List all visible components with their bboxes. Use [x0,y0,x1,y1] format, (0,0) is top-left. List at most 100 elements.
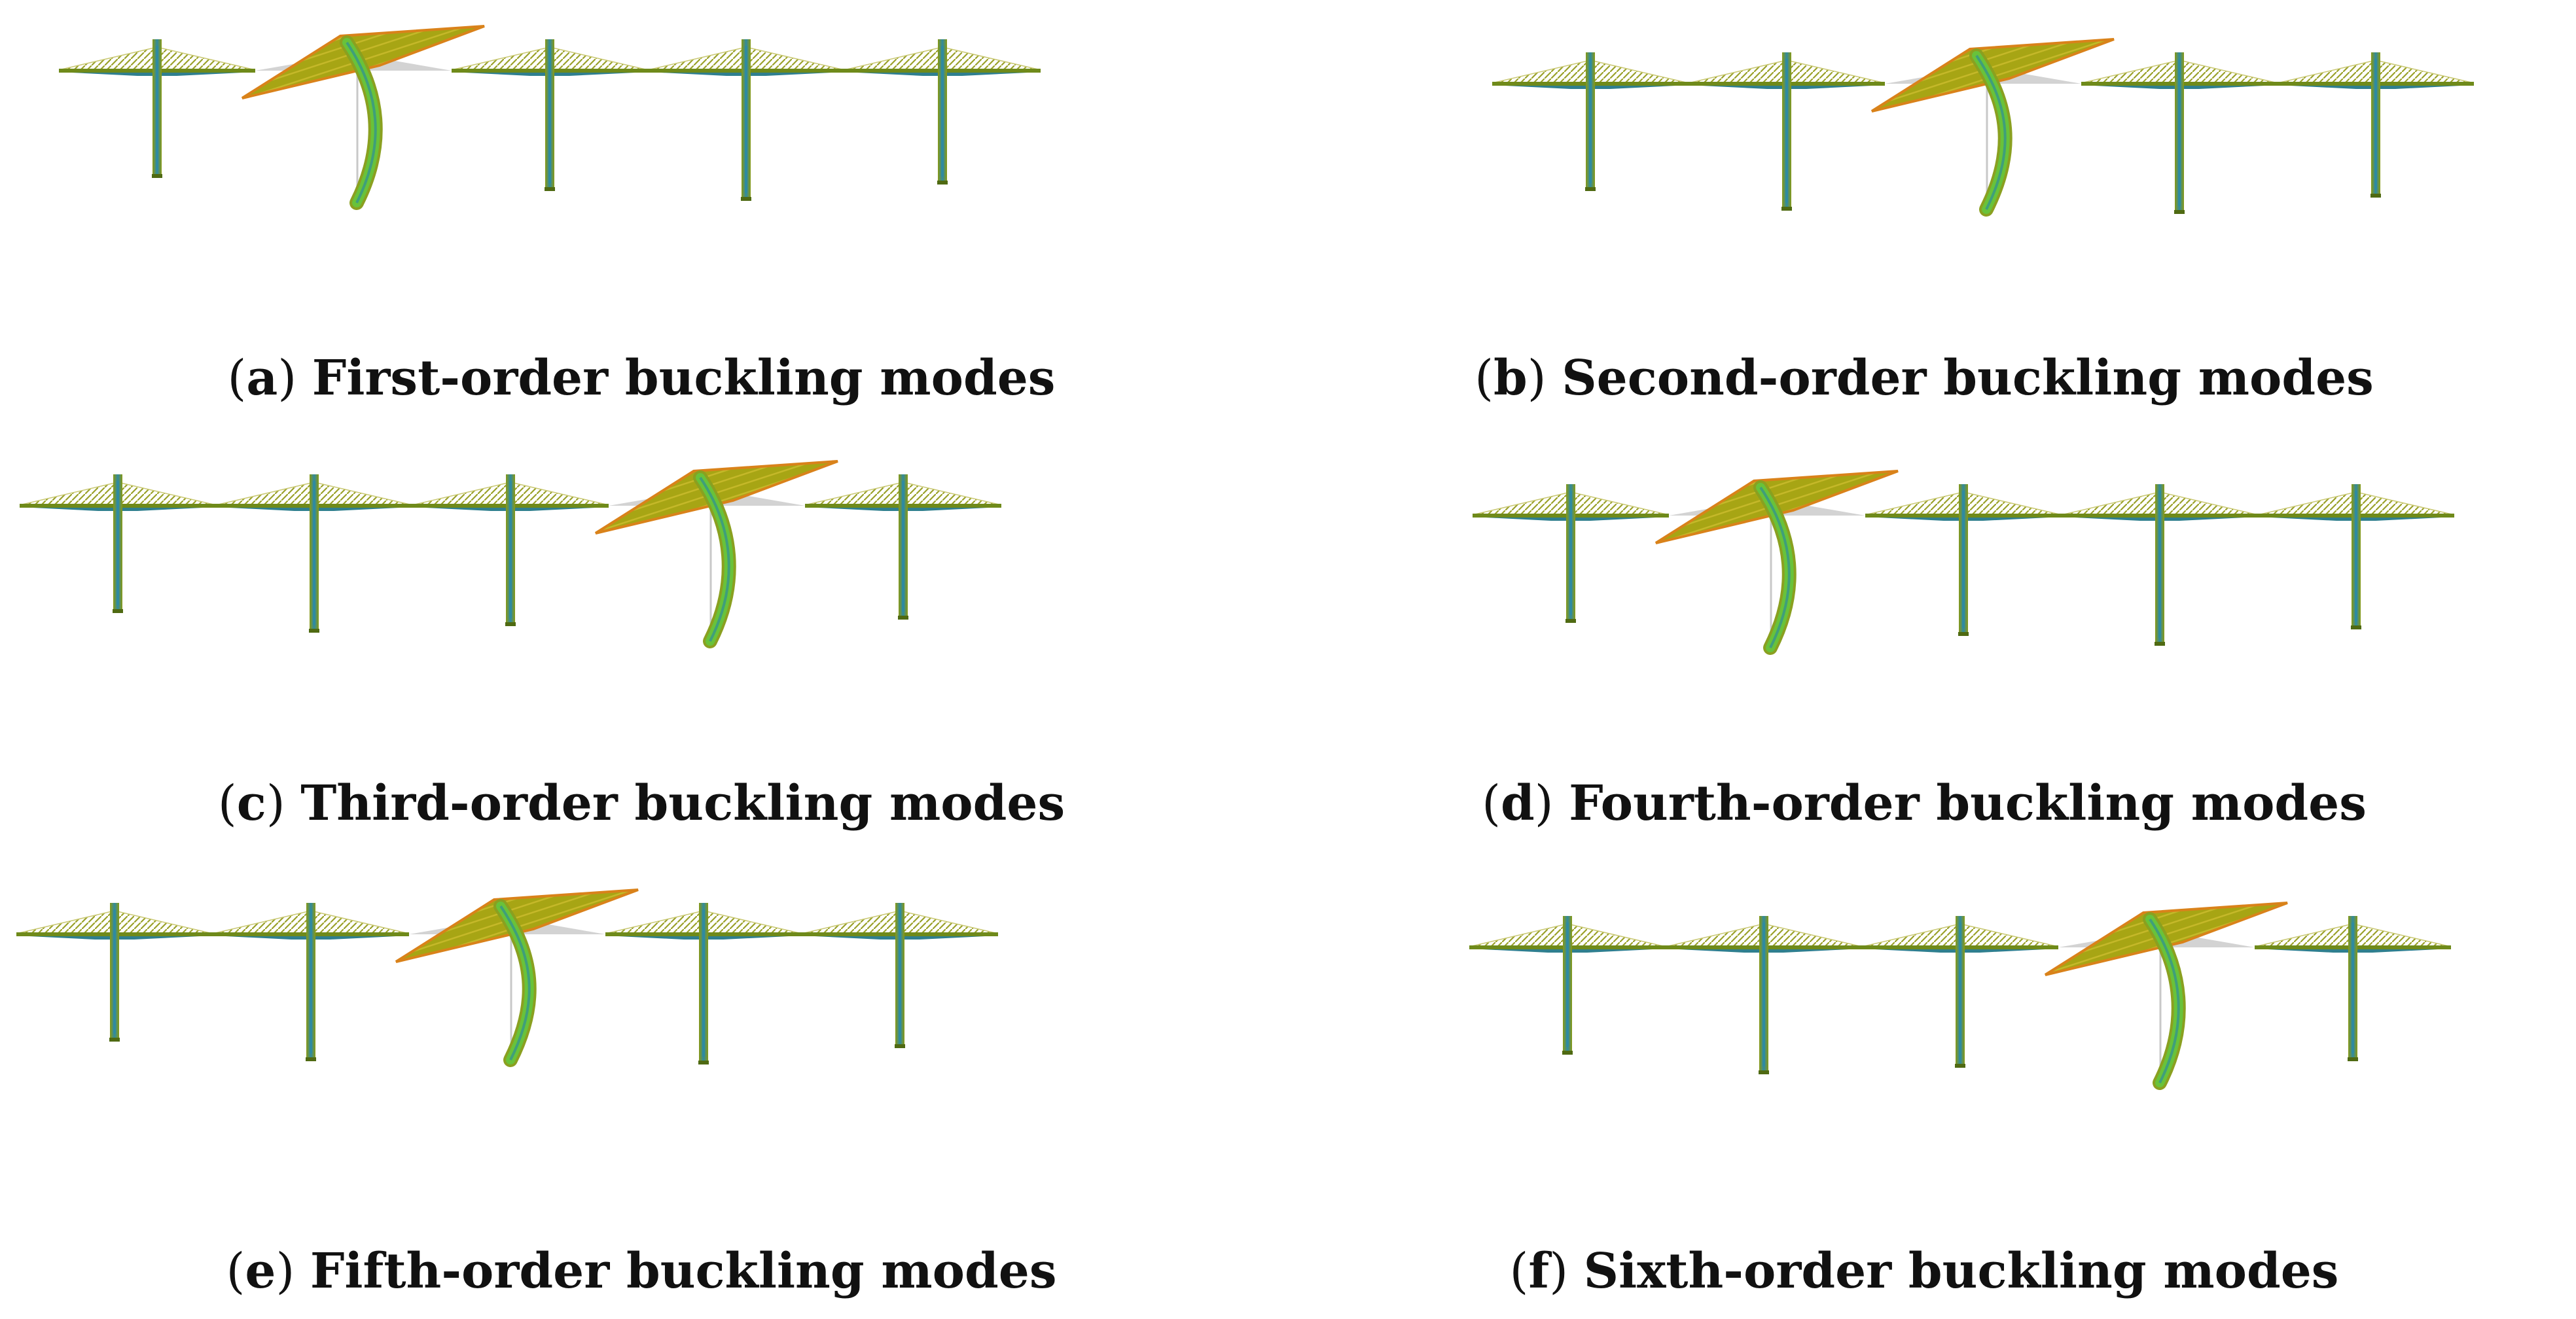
tower-core [1785,59,1788,203]
caption-title-e: Fifth-order buckling modes [310,1243,1057,1299]
tower-unit-5 [802,903,998,1048]
cable-fan-left [2280,60,2376,83]
tower-base [1585,187,1596,191]
tower-base [1958,632,1969,636]
buckled-tower-unit-4 [594,460,838,648]
buckled-tower-unit-3 [395,888,639,1067]
panel-c-drawing [20,460,1001,648]
tower-base [1565,619,1576,623]
caption-letter-d: d [1500,775,1535,832]
cable-fan-right [117,482,214,505]
cable-fan-left [215,910,312,934]
cable-fan-right [1963,491,2060,515]
cable-fan-right [1763,923,1860,947]
cable-fan-left [1475,491,1571,515]
tower-base [898,616,908,620]
tower-core [745,46,747,193]
cable-fan-right [510,482,607,505]
tower-base [2370,194,2381,198]
tower-core [1959,923,1961,1060]
cable-fan-right [310,910,407,934]
tower-base [109,1038,120,1042]
tower-base [1562,1051,1573,1055]
buckled-tower-core [1975,54,2007,210]
caption-title-f: Sixth-order buckling modes [1583,1243,2339,1299]
tower-core [702,909,705,1057]
cable-fan-left [1471,923,1568,947]
tower-core [899,909,901,1040]
cable-fan-left [2257,923,2353,947]
cable-fan-right [1567,923,1664,947]
panel-f-drawing [1469,902,2451,1090]
tower-unit-5 [2258,484,2454,629]
cable-fan-left [2083,60,2180,83]
cable-fan-right [745,46,842,70]
tower-core [1762,923,1765,1066]
tower-core [548,46,551,183]
tower-core [941,46,944,177]
tower-unit-4 [2081,52,2278,214]
cable-fan-left [846,46,943,70]
tower-core [2355,491,2357,622]
tower-base [1955,1064,1965,1068]
tower-core [2374,59,2377,190]
caption-panel-a: (a) First-order buckling modes [227,350,1056,406]
tower-unit-2 [216,474,412,633]
tower-base [937,181,948,185]
caption-letter-c: c [236,775,266,832]
tower-base [698,1061,709,1064]
cable-fan-right [903,482,999,505]
cable-fan-right [1959,923,2056,947]
tower-core [1566,923,1569,1047]
cable-fan-right [2352,923,2449,947]
panel-d-drawing [1473,470,2454,655]
caption-title-c: Third-order buckling modes [300,775,1065,832]
caption-letter-b: b [1494,350,1528,406]
tower-base [2351,625,2361,629]
tower-unit-1 [1473,484,1669,623]
tower-base [895,1044,905,1048]
caption-title-b: Second-order buckling modes [1562,350,2374,406]
tower-core [902,481,904,612]
tower-core [2352,923,2354,1053]
tower-unit-5 [844,39,1041,185]
cable-fan-left [650,46,747,70]
buckled-tower-unit-2 [1655,470,1899,655]
tower-unit-5 [805,474,1001,620]
buckled-tower-core [346,41,377,203]
tower-base [1781,207,1792,211]
tower-core [2178,59,2181,206]
tower-unit-5 [2255,916,2451,1061]
tower-base [309,629,319,633]
tower-unit-1 [1469,916,1666,1055]
tower-core [1569,491,1572,615]
tower-core [2158,491,2161,638]
cable-fan-right [2375,60,2472,83]
tower-base [1759,1070,1769,1074]
caption-letter-a: a [246,350,278,406]
cable-fan-left [1867,491,1964,515]
tower-base [505,622,516,626]
tower-base [741,197,751,201]
tower-base [306,1057,316,1061]
cable-fan-left [1864,923,1961,947]
tower-base [152,174,162,178]
tower-unit-4 [2062,484,2258,646]
tower-unit-3 [452,39,648,191]
cable-fan-left [414,482,511,505]
cable-fan-right [156,46,253,70]
panel-b-drawing [1492,38,2474,217]
tower-core [116,481,119,605]
tower-unit-3 [1865,484,2062,636]
tower-unit-1 [20,474,216,613]
cable-fan-right [703,910,800,934]
buckled-tower-core [1759,486,1791,648]
tower-base [545,187,555,191]
tower-core [1962,491,1965,628]
tower-unit-2 [1666,916,1862,1074]
tower-base [2155,642,2165,646]
tower-unit-3 [1862,916,2058,1068]
cable-fan-left [218,482,315,505]
buckled-tower-unit-3 [1870,38,2115,217]
tower-unit-4 [648,39,844,201]
